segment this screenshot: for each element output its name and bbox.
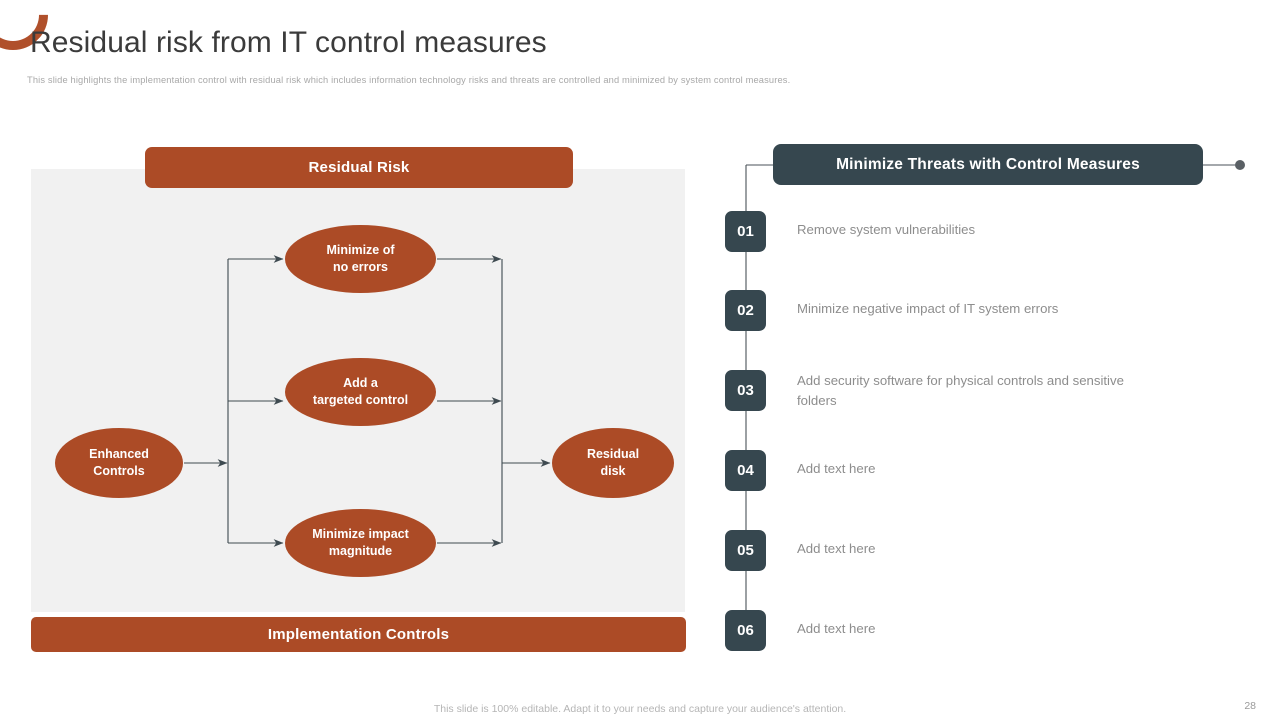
node-add-targeted-control-label: Add a targeted control xyxy=(312,376,409,407)
node-enhanced-controls: Enhanced Controls xyxy=(55,428,183,498)
page-subtitle: This slide highlights the implementation… xyxy=(27,75,791,85)
step-item-02[interactable]: 02 Minimize negative impact of IT system… xyxy=(725,290,1058,331)
step-badge-06: 06 xyxy=(725,610,766,651)
step-item-05[interactable]: 05 Add text here xyxy=(725,530,875,571)
step-text-06: Add text here xyxy=(797,621,876,636)
node-residual-disk-label: Residual disk xyxy=(586,447,640,478)
node-minimize-no-errors-label: Minimize of no errors xyxy=(326,243,395,274)
step-text-03: Add security software for physical contr… xyxy=(797,373,1124,408)
residual-risk-band: Residual Risk xyxy=(145,147,573,188)
step-item-01[interactable]: 01 Remove system vulnerabilities xyxy=(725,211,975,252)
implementation-controls-band: Implementation Controls xyxy=(31,617,686,652)
step-text-02: Minimize negative impact of IT system er… xyxy=(797,301,1059,316)
step-item-04[interactable]: 04 Add text here xyxy=(725,450,875,491)
node-residual-disk: Residual disk xyxy=(552,428,674,498)
node-minimize-impact-magnitude: Minimize impact magnitude xyxy=(285,509,436,577)
step-badge-04: 04 xyxy=(725,450,766,491)
step-item-06[interactable]: 06 Add text here xyxy=(725,610,875,651)
step-badge-03: 03 xyxy=(725,370,766,411)
step-text-05: Add text here xyxy=(797,541,876,556)
node-enhanced-controls-label: Enhanced Controls xyxy=(89,447,149,478)
timeline-end-dot xyxy=(1235,160,1245,170)
control-measures-panel: Minimize Threats with Control Measures 0… xyxy=(700,0,1280,720)
page-title: Residual risk from IT control measures xyxy=(30,26,547,59)
node-minimize-no-errors: Minimize of no errors xyxy=(285,225,436,293)
node-add-targeted-control: Add a targeted control xyxy=(285,358,436,426)
step-badge-05: 05 xyxy=(725,530,766,571)
step-text-04: Add text here xyxy=(797,461,876,476)
node-minimize-impact-magnitude-label: Minimize impact magnitude xyxy=(312,527,409,558)
page-number: 28 xyxy=(1244,700,1256,712)
residual-risk-diagram: Residual Risk Enhanced Control xyxy=(31,147,686,652)
step-item-03[interactable]: 03 Add security software for physical co… xyxy=(725,370,1147,411)
step-badge-01: 01 xyxy=(725,211,766,252)
step-text-01: Remove system vulnerabilities xyxy=(797,222,976,237)
control-measures-header: Minimize Threats with Control Measures xyxy=(773,144,1203,185)
step-badge-02: 02 xyxy=(725,290,766,331)
footer-note: This slide is 100% editable. Adapt it to… xyxy=(433,703,847,715)
